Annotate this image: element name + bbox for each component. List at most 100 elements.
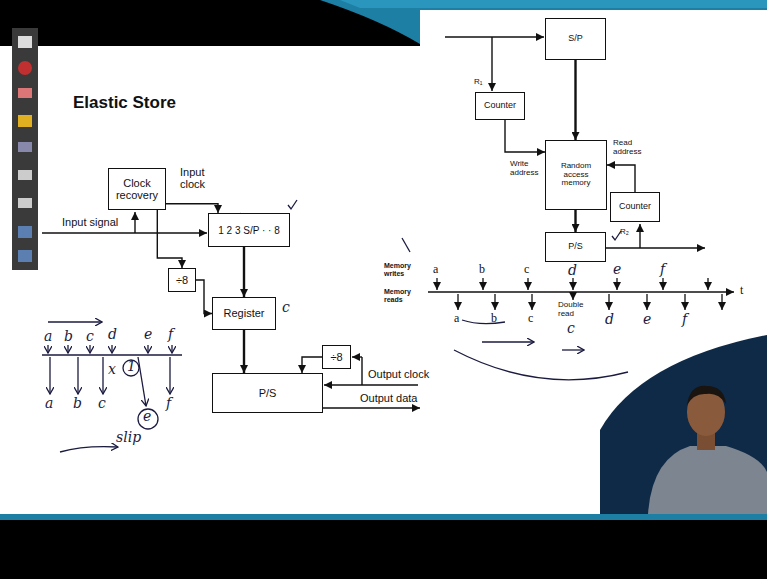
signal-wire [324,384,418,385]
signal-label: Read address [613,139,649,157]
presenter [648,446,767,514]
bottom-band [0,514,767,579]
signal-label: Output clock [368,368,429,380]
handwritten-note: x [108,362,116,377]
timing-axis [428,291,734,292]
corner-shape [600,335,767,514]
handwritten-note: c [98,396,106,411]
toolbar [18,198,32,208]
handwritten-note: a [45,396,53,411]
timing-axis [494,294,495,310]
serial-parallel-box: S/P [545,18,606,60]
corner-shape [600,335,767,514]
register-box: Register [212,297,276,330]
signal-arrow [157,210,182,268]
box-text: Counter [484,101,516,111]
handwritten-note: c [528,312,533,325]
box-text: P/S [259,387,277,399]
signal-label: Memory writes [384,262,426,277]
handwriting [102,357,103,394]
handwritten-note: c [282,300,290,315]
handwritten-note: f [166,396,171,411]
signal-arrow [302,357,322,373]
handwritten-note: f [168,327,173,342]
handwriting [111,345,112,353]
signal-arrow [505,120,545,152]
box-text: Counter [619,202,651,212]
parallel-serial-box: P/S [212,373,323,413]
handwritten-note: e [643,312,651,327]
timing-axis [608,294,609,310]
toolbar [18,170,32,180]
signal-wire [606,247,705,248]
handwriting [42,200,628,452]
signal-arrow [243,330,245,373]
handwriting [288,200,297,209]
signal-wire [445,36,544,37]
box-text: 1 2 3 S/P · · 8 [218,225,280,236]
bottom-band [0,514,767,520]
handwritten-note: b [73,396,82,411]
handwriting [138,409,158,429]
presenter [687,386,726,405]
memory-box: Random access memory [545,140,607,210]
signal-arrow [607,165,635,192]
signal-label: Input clock [180,166,222,190]
handwritten-note: c [86,329,94,344]
slide-title: Elastic Store [73,93,176,113]
toolbar [18,36,32,48]
timing-axis [646,294,647,310]
pasted-panel [420,10,767,350]
timing-axis [436,278,437,290]
toolbar [18,226,32,238]
timing-axis [572,294,573,300]
handwriting [169,357,170,394]
handwritten-note: f [682,312,687,327]
timing-axis [572,278,573,290]
signal-label: Memory reads [384,288,426,303]
box-text: ÷8 [176,274,188,286]
top-band [340,0,767,8]
handwritten-note: a [44,329,52,344]
signal-label: R₁ [474,78,482,87]
signal-wire [323,407,420,408]
handwritten-note: t [740,284,743,297]
parallel-serial-box: P/S [545,232,606,262]
box-text: Random access memory [549,162,603,188]
clock-recovery-box: Clock recovery [108,168,166,210]
handwriting [138,357,146,406]
handwritten-note: f [660,262,665,277]
signal-label: Double read [558,301,588,319]
handwriting [49,357,50,394]
toolbar [12,28,38,270]
divider-box: ÷8 [168,268,196,292]
handwritten-note: b [64,329,73,344]
presenter [648,386,767,514]
signal-label: Output data [360,392,418,404]
handwritten-note: c [524,263,529,276]
counter-box: Counter [475,92,525,120]
timing-axis [662,278,663,290]
toolbar [12,28,38,270]
signal-wire [352,356,362,357]
signal-label: Input signal [62,216,118,228]
timing-axis [616,278,617,290]
handwriting [123,360,139,376]
serial-parallel-box: 1 2 3 S/P · · 8 [208,213,290,247]
handwriting [42,354,182,355]
handwritten-note: d [605,312,614,327]
box-text: ÷8 [330,351,342,363]
toolbar [18,250,32,262]
timing-axis [457,294,458,310]
handwriting [77,357,78,394]
handwriting [67,345,68,353]
handwritten-note: a [454,312,459,325]
handwritten-note: e [144,327,152,342]
handwritten-note: slip [116,430,141,445]
handwritten-note: d [108,327,117,342]
handwriting [612,231,621,240]
handwritten-note: b [491,312,497,325]
toolbar [18,88,32,98]
timing-axis [531,294,532,310]
